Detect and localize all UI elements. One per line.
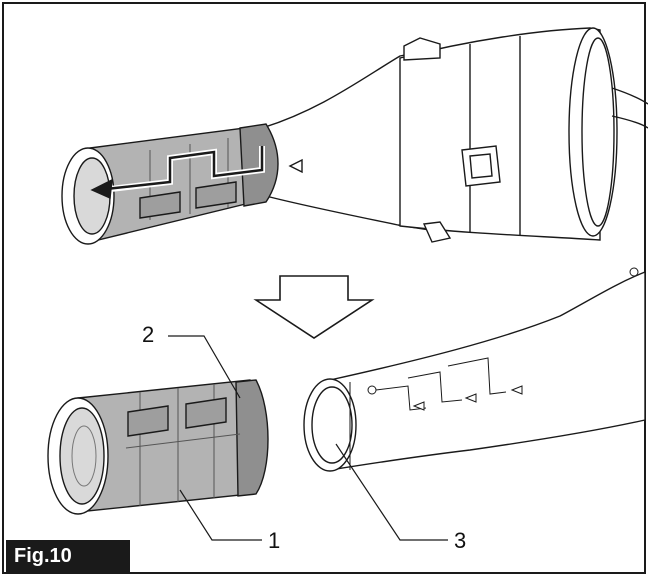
leader-1 (179, 489, 262, 541)
nozzle-attached (61, 123, 279, 245)
nozzle-detached (47, 379, 269, 515)
blower-pipe-end (303, 267, 646, 472)
callout-3: 3 (454, 528, 467, 553)
callout-1: 1 (268, 528, 281, 553)
leader-3 (335, 443, 448, 541)
down-arrow (253, 275, 375, 339)
leader-2 (168, 335, 241, 399)
blower-body-top (261, 27, 648, 243)
leader-lines (168, 335, 448, 541)
figure-label: Fig.10 (6, 540, 130, 572)
callout-2: 2 (142, 322, 155, 347)
